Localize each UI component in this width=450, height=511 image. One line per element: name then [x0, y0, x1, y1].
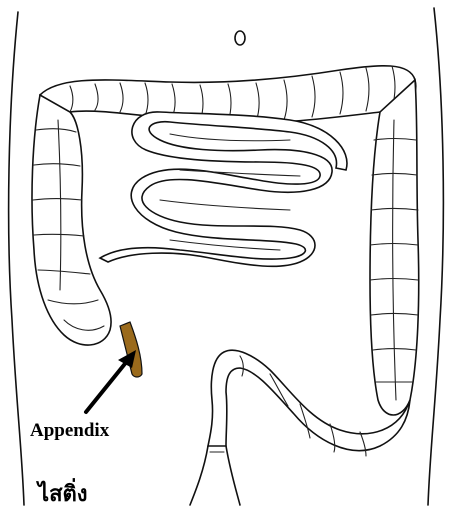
torso-left-edge: [9, 12, 24, 505]
appendix-label-thai: ไสติ่ง: [38, 476, 88, 511]
small-intestine: [100, 112, 347, 266]
appendix-arrow: [86, 350, 136, 412]
navel: [235, 31, 245, 45]
torso-right-edge: [428, 8, 443, 505]
appendix-label-english: Appendix: [30, 420, 109, 442]
